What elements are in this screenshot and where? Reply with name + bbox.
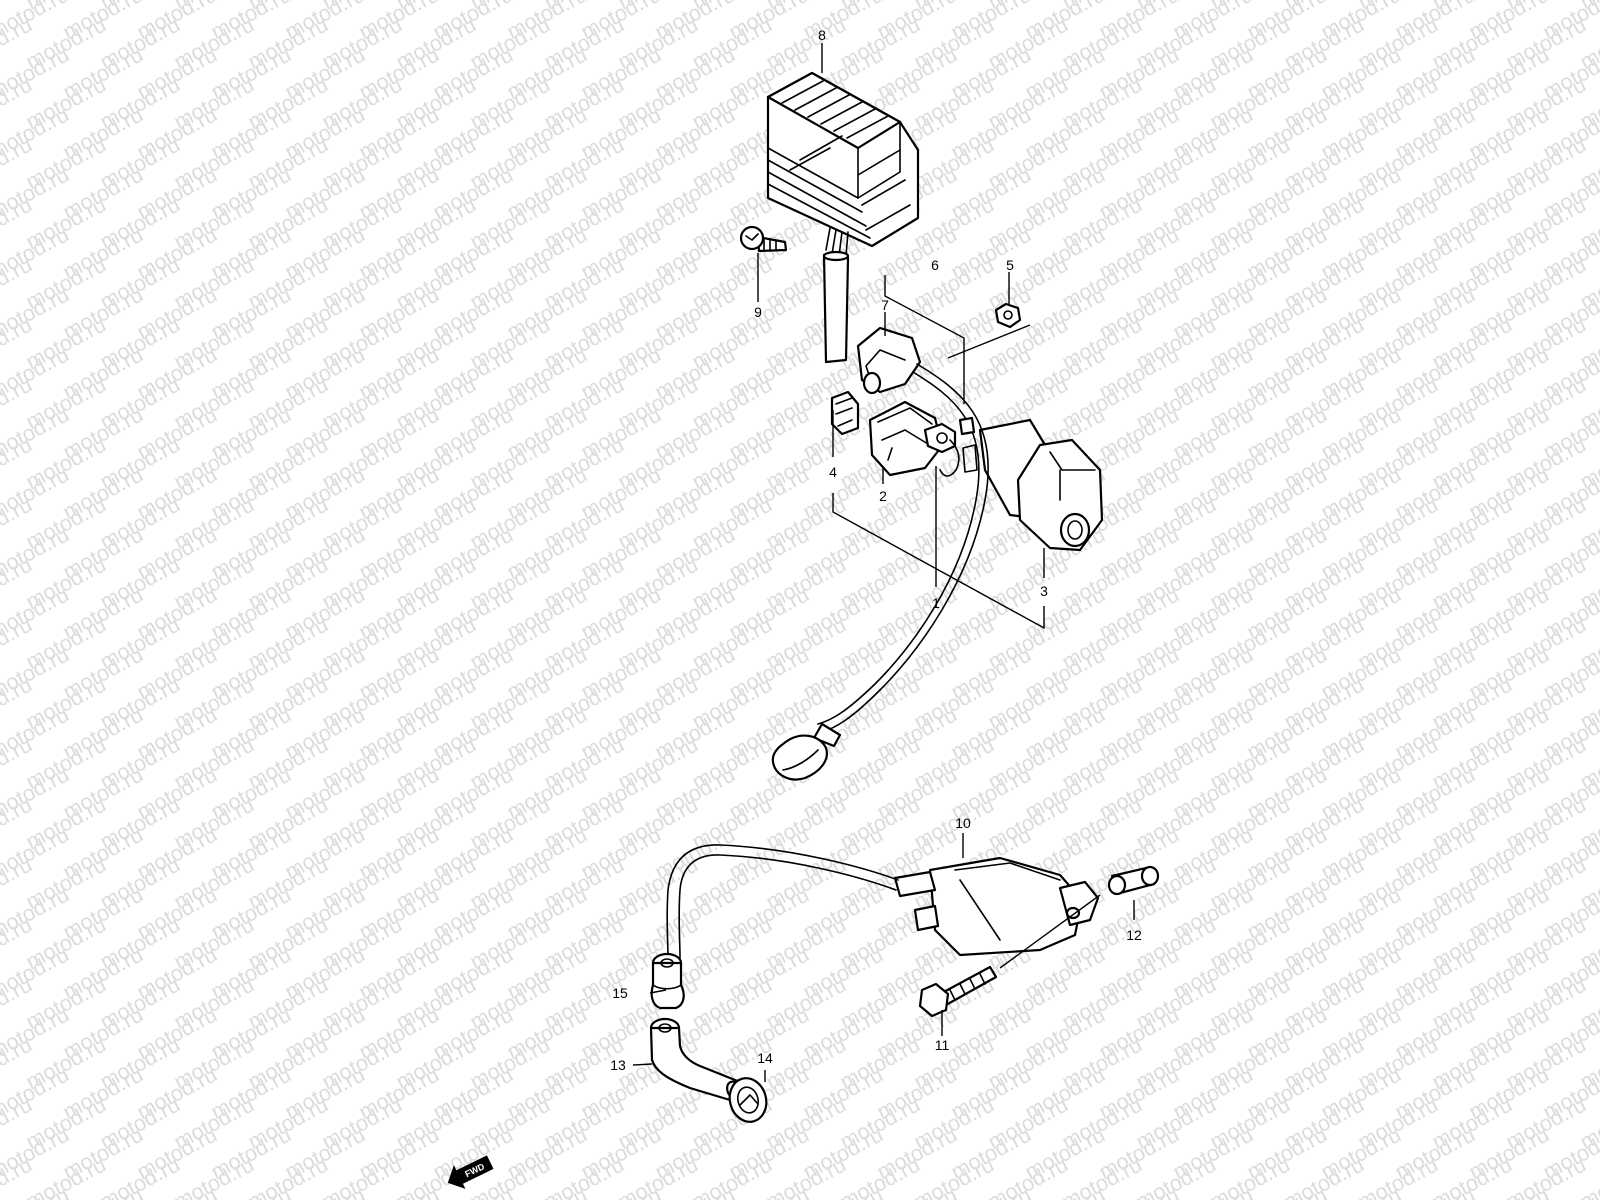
- clip-4[interactable]: [830, 390, 860, 436]
- callout-9: 9: [754, 304, 762, 320]
- callout-13: 13: [610, 1057, 626, 1073]
- nut-5[interactable]: [994, 302, 1022, 329]
- callout-6: 6: [931, 257, 939, 273]
- callout-14: 14: [757, 1050, 773, 1066]
- callout-7: 7: [881, 297, 889, 313]
- callout-3: 3: [1040, 583, 1048, 599]
- callout-11: 11: [935, 1037, 950, 1053]
- callout-5: 5: [1006, 257, 1014, 273]
- callout-1: 1: [932, 595, 940, 611]
- callout-8: 8: [818, 27, 826, 43]
- callout-10: 10: [955, 815, 971, 831]
- callout-4: 4: [829, 464, 837, 480]
- callout-2: 2: [879, 488, 887, 504]
- callout-12: 12: [1126, 927, 1142, 943]
- grommet-15[interactable]: [650, 952, 685, 1010]
- callout-15: 15: [612, 985, 628, 1001]
